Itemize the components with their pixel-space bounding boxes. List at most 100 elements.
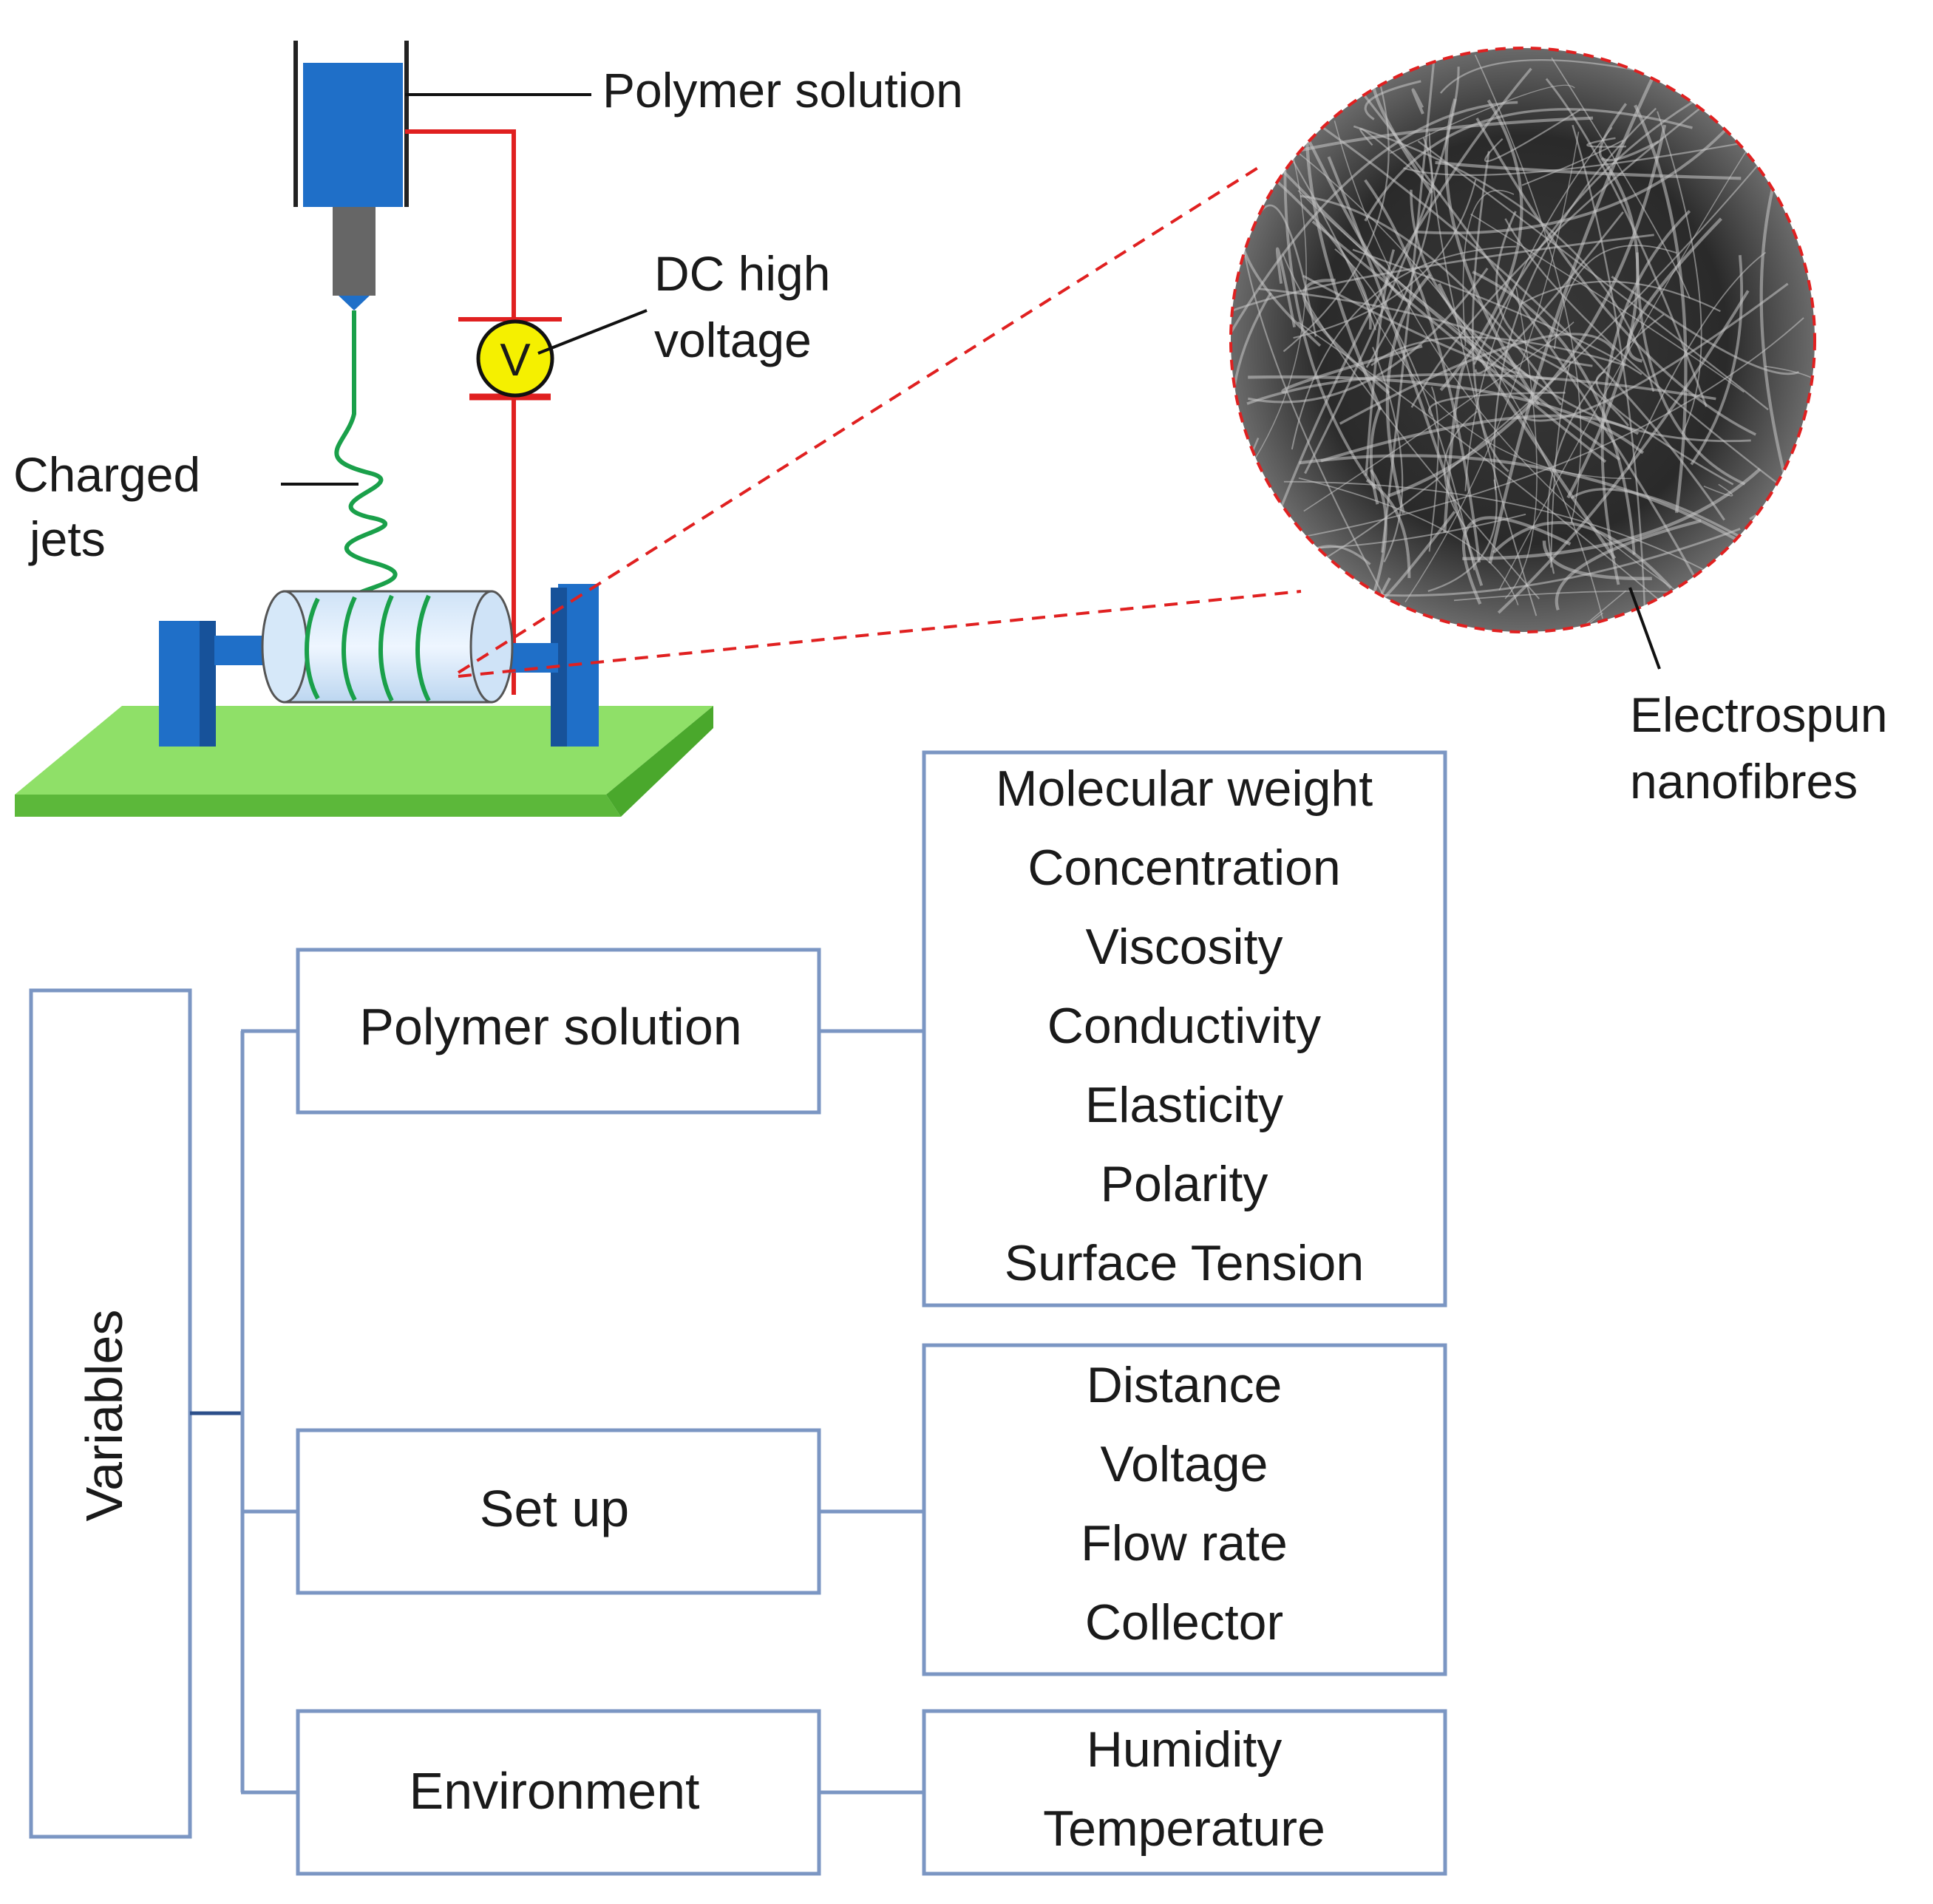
- charged-jet: [334, 310, 398, 616]
- fibre-strand: [1435, 160, 1742, 180]
- fibre-strand: [1369, 407, 1382, 505]
- items-box-environment: [922, 1709, 1447, 1876]
- fibre-strand: [1545, 78, 1708, 407]
- variables-root-label: Variables: [75, 1310, 133, 1522]
- fibre-strand: [1364, 80, 1421, 120]
- syringe-icon: [293, 41, 409, 310]
- fibre-strand: [1462, 467, 1762, 561]
- dc-high-label: DC high: [654, 246, 830, 301]
- category-box-set-up: [296, 1428, 821, 1595]
- fibre-strand: [1282, 254, 1540, 599]
- drum-collector-icon: [159, 584, 599, 747]
- fibre-strand: [1764, 365, 1815, 420]
- fibre-strand: [1237, 126, 1307, 485]
- item-voltage: Voltage: [1101, 1436, 1268, 1492]
- fibre-strand: [1231, 234, 1654, 313]
- collector-base: [15, 706, 713, 817]
- fibre-strand: [1636, 252, 1746, 486]
- fibre-strand: [1381, 58, 1436, 553]
- fibre-strand: [1550, 361, 1572, 568]
- category-label-polymer-solution: Polymer solution: [359, 998, 741, 1055]
- polymer-solution-label: Polymer solution: [602, 63, 963, 118]
- voltmeter-icon: V: [476, 319, 554, 398]
- fibre-strand: [1359, 128, 1442, 195]
- fibre-strand: [1657, 111, 1702, 435]
- item-molecular-weight: Molecular weight: [996, 761, 1373, 817]
- fibre-strand: [1634, 104, 1688, 514]
- fibre-strand: [1365, 249, 1396, 476]
- fibre-strand: [1626, 217, 1722, 363]
- charged-jets-label-2: jets: [28, 511, 106, 566]
- fibre-strand: [1370, 336, 1626, 367]
- svg-text:V: V: [500, 335, 531, 386]
- charged-jets-label-1: Charged: [13, 447, 200, 502]
- fibre-strand: [1428, 386, 1439, 552]
- dc-voltage-label: voltage: [654, 313, 812, 367]
- fibre-strand: [1387, 124, 1667, 497]
- dc-voltage-leader: [537, 309, 648, 355]
- item-collector: Collector: [1085, 1594, 1283, 1650]
- fibre-strand: [1690, 255, 1743, 466]
- variables-root-box: [29, 988, 192, 1839]
- item-conductivity: Conductivity: [1047, 998, 1321, 1054]
- fibre-strand: [1389, 84, 1575, 154]
- fibre-strand: [1627, 251, 1767, 471]
- fibre-strand: [1504, 287, 1538, 599]
- fibre-strand: [1428, 132, 1538, 616]
- fibre-strand: [1300, 194, 1563, 406]
- fibre-strand: [1311, 220, 1607, 463]
- fibre-strand: [1352, 248, 1642, 375]
- fibre-strand: [1364, 179, 1481, 563]
- fibre-strand: [1379, 511, 1456, 600]
- fibre-strand: [1759, 181, 1797, 515]
- category-box-environment: [296, 1709, 821, 1876]
- items-box-polymer-solution: [922, 750, 1447, 1308]
- fibre-strand: [1443, 410, 1478, 530]
- fibre-strand: [1461, 516, 1572, 605]
- fibre-strand: [1492, 521, 1673, 589]
- fibre-strand: [1365, 137, 1433, 368]
- fibre-strand: [1327, 49, 1724, 630]
- apparatus: Polymer solution V DC high voltage Charg…: [13, 41, 1888, 817]
- item-viscosity: Viscosity: [1085, 919, 1283, 975]
- fibre-strand: [1275, 247, 1296, 327]
- category-box-polymer-solution: [296, 948, 821, 1115]
- fibre-strand: [1484, 109, 1581, 163]
- fibre-strand: [1371, 347, 1404, 562]
- item-temperature: Temperature: [1043, 1801, 1325, 1857]
- item-humidity: Humidity: [1087, 1721, 1283, 1778]
- item-flow-rate: Flow rate: [1081, 1515, 1288, 1571]
- sem-fibre-image: [1229, 47, 1816, 633]
- fibre-strand: [1231, 437, 1260, 575]
- fibre-strand: [1598, 103, 1659, 162]
- fibre-strand: [1703, 483, 1733, 497]
- fibre-strand: [1444, 98, 1540, 406]
- fibre-strand: [1471, 151, 1509, 472]
- fibre-strand: [1462, 189, 1515, 346]
- item-surface-tension: Surface Tension: [1005, 1235, 1364, 1291]
- fibre-strand: [1464, 126, 1613, 492]
- fibre-strand: [1308, 513, 1526, 549]
- fibre-strand: [1488, 77, 1654, 564]
- fibre-strand: [1493, 107, 1657, 491]
- fibre-strand: [1302, 279, 1390, 395]
- item-concentration: Concentration: [1027, 840, 1340, 896]
- category-label-set-up: Set up: [480, 1480, 629, 1537]
- variables-tree: Variables Polymer solution Set up Enviro…: [29, 750, 1447, 1876]
- fibre-strand: [1542, 540, 1652, 580]
- fibre-strand: [1411, 88, 1424, 115]
- fibre-strand: [1566, 157, 1640, 499]
- fibre-strand: [1498, 349, 1751, 443]
- nanofibres-leader: [1628, 587, 1661, 670]
- fibre-strand: [1553, 245, 1677, 350]
- fibre-strand: [1304, 67, 1460, 475]
- item-distance: Distance: [1087, 1357, 1283, 1413]
- nanofibres-label-2: nanofibres: [1630, 754, 1858, 809]
- fibre-strand: [1404, 132, 1580, 603]
- fibre-strand: [1242, 317, 1804, 548]
- fibre-strand: [1246, 373, 1716, 405]
- fibre-strand: [1427, 479, 1498, 592]
- item-polarity: Polarity: [1101, 1156, 1268, 1212]
- fibre-strand: [1495, 211, 1593, 367]
